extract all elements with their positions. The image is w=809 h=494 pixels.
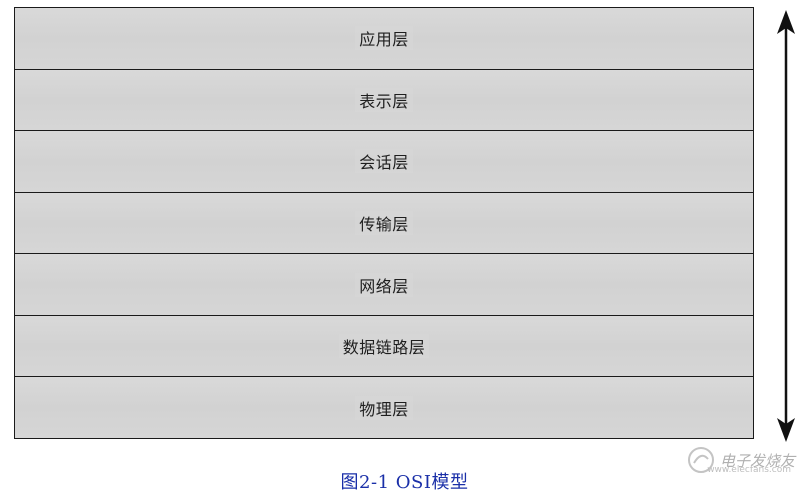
- layer-label: 表示层: [355, 87, 413, 112]
- layer-data-link: 数据链路层: [15, 315, 753, 378]
- layer-label: 物理层: [355, 395, 413, 420]
- layer-application: 应用层: [15, 8, 753, 70]
- layer-label: 会话层: [355, 149, 413, 174]
- layer-label: 应用层: [355, 26, 413, 51]
- layer-network: 网络层: [15, 254, 753, 316]
- watermark-url: www.elecfans.com: [707, 465, 791, 475]
- layer-label: 传输层: [355, 211, 413, 236]
- figure-caption: 图2-1 OSI模型: [340, 472, 469, 493]
- watermark: 电子发烧友 www.elecfans.com: [686, 445, 795, 475]
- layer-physical: 物理层: [15, 377, 753, 439]
- layer-presentation: 表示层: [15, 69, 753, 132]
- watermark-text: 电子发烧友: [719, 451, 795, 470]
- layer-transport: 传输层: [15, 192, 753, 255]
- layer-label: 网络层: [355, 272, 413, 297]
- layer-label: 数据链路层: [338, 334, 430, 359]
- double-headed-vertical-arrow-icon: [777, 10, 795, 442]
- elecfans-logo-icon: [687, 447, 714, 473]
- layer-session: 会话层: [15, 131, 753, 193]
- osi-layer-stack: 应用层 表示层 会话层 传输层 网络层 数据链路层 物理层: [14, 7, 754, 439]
